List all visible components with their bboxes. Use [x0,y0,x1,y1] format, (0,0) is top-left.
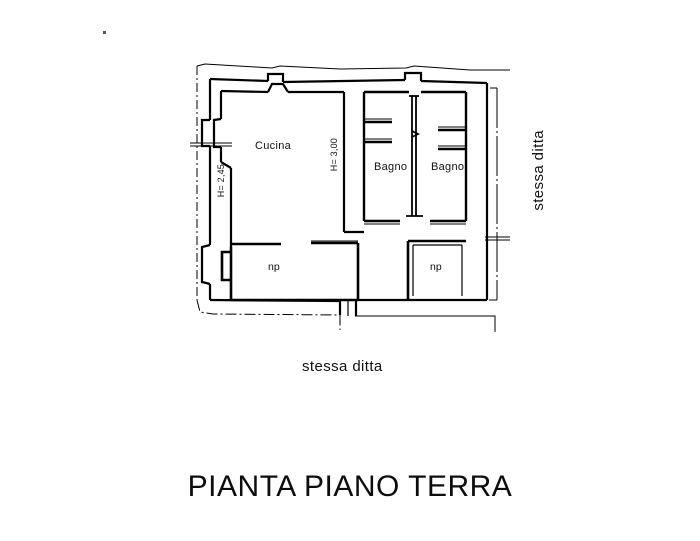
scan-artifact-dot [103,31,106,34]
page-title: PIANTA PIANO TERRA [187,470,513,503]
room-label-np-2: np [430,261,442,273]
door-jambs [344,230,364,316]
np-right-walls [406,239,466,300]
bagno-walls [362,90,468,223]
height-annotation-center-text: H= 3,00 [329,138,339,172]
boundary-label-bottom: stessa ditta [302,358,383,375]
cucina-walls [212,82,346,247]
height-annotation-left-text: H= 2,45 [216,164,226,198]
np-left-walls [220,241,360,302]
room-label-cucina: Cucina [255,140,292,152]
room-label-bagno-2: Bagno [431,161,465,173]
left-wall-opening-ticks [190,142,232,147]
boundary-label-right-text: stessa ditta [530,130,547,211]
height-annotation-center: H= 3,00 [329,105,339,171]
bagno-divider-wall [406,95,423,217]
boundary-label-right: stessa ditta [530,49,547,211]
property-boundary [196,63,510,332]
height-annotation-left: H= 2,45 [216,131,226,197]
wall-inner-faces [231,118,466,245]
room-label-bagno-1: Bagno [374,161,408,173]
room-label-np-1: np [268,261,280,273]
